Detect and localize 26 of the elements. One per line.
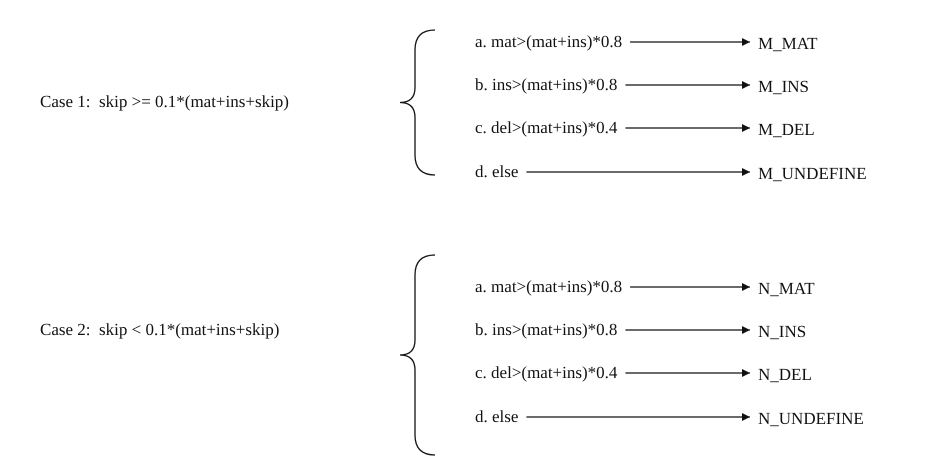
arrow <box>625 326 750 334</box>
result-text: M_UNDEFINE <box>758 163 867 185</box>
result-text: N_DEL <box>758 364 812 386</box>
condition-text: d. else <box>475 161 518 183</box>
condition-text: c. del>(mat+ins)*0.4 <box>475 362 618 384</box>
condition-text: c. del>(mat+ins)*0.4 <box>475 117 618 139</box>
condition-text: a. mat>(mat+ins)*0.8 <box>475 31 622 53</box>
result-text: M_DEL <box>758 119 815 141</box>
result-text: N_MAT <box>758 278 815 300</box>
case-condition-text: Case 2: skip < 0.1*(mat+ins+skip) <box>40 319 280 341</box>
arrow <box>526 413 750 421</box>
result-text: M_INS <box>758 76 810 98</box>
arrow <box>625 369 750 377</box>
condition-text: a. mat>(mat+ins)*0.8 <box>475 276 622 298</box>
result-text: N_UNDEFINE <box>758 408 864 430</box>
arrow <box>625 124 750 132</box>
result-text: N_INS <box>758 321 806 343</box>
arrow <box>526 168 750 176</box>
result-text: M_MAT <box>758 33 818 55</box>
arrow <box>625 81 750 89</box>
arrow <box>630 283 750 291</box>
condition-text: d. else <box>475 406 518 428</box>
condition-text: b. ins>(mat+ins)*0.8 <box>475 74 618 96</box>
condition-text: b. ins>(mat+ins)*0.8 <box>475 319 618 341</box>
arrow <box>630 38 750 46</box>
case-condition-text: Case 1: skip >= 0.1*(mat+ins+skip) <box>40 91 289 113</box>
